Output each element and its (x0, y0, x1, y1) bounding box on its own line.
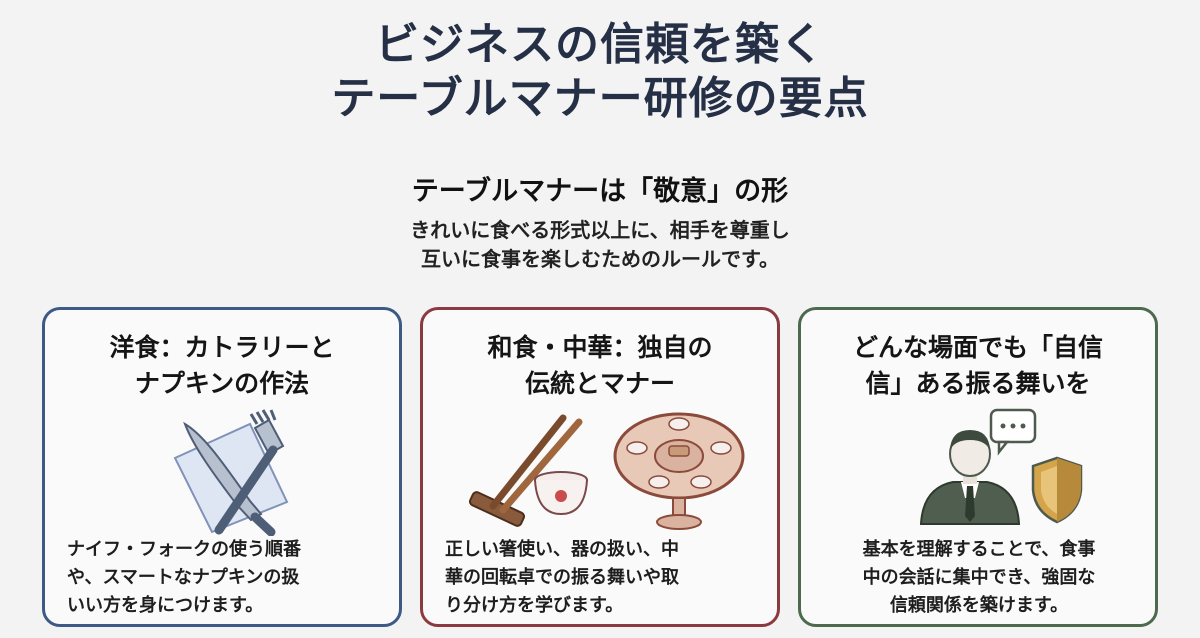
card-description-line2: 華の回転卓での振る舞いや取 (445, 567, 679, 588)
page-title: ビジネスの信頼を築く テーブルマナー研修の要点 (0, 18, 1200, 126)
card-description: 基本を理解することで、食事 中の会話に集中でき、強固な 信頼関係を築けます。 (823, 536, 1135, 620)
card-title-line2: ナプキンの作法 (134, 369, 310, 398)
card-description-line1: ナイフ・フォークの使う順番 (67, 539, 301, 560)
card-title-line1: どんな場面でも「自信 (852, 333, 1103, 362)
chopsticks-bowl-turntable-icon (468, 412, 745, 530)
card-title-line1: 和食・中華：独自の (487, 333, 713, 362)
card-western: 洋食：カトラリーと ナプキンの作法 ナイフ・フォークの使う順番 や、スマートなナ… (42, 307, 402, 627)
businessman-shield-speech-icon (919, 408, 1083, 525)
card-description-line1: 基本を理解することで、食事 (862, 539, 1096, 560)
card-description-line1: 正しい箸使い、器の扱い、中 (445, 539, 679, 560)
fork-knife-napkin-icon (173, 409, 289, 536)
subheading: テーブルマナーは「敬意」の形 (411, 176, 789, 207)
card-confidence: どんな場面でも「自信 信」ある振る舞いを 基本を理解することで、食事 中の会話に… (798, 307, 1158, 627)
card-title-line2: 信」ある振る舞いを (865, 369, 1091, 398)
page-title-line2: テーブルマナー研修の要点 (331, 73, 869, 124)
card-title: 和食・中華：独自の 伝統とマナー (433, 330, 767, 402)
card-description-line3: り分け方を学びます。 (445, 595, 624, 616)
intro-text-line1: きれいに食べる形式以上に、相手を尊重し (410, 218, 790, 242)
card-description-line3: 信頼関係を築けます。 (889, 595, 1069, 616)
card-title-line2: 伝統とマナー (524, 369, 675, 398)
card-japanese-chinese: 和食・中華：独自の 伝統とマナー 正しい箸使い、器の扱い、中 華の回転卓での振る… (420, 307, 780, 627)
intro-text-line2: 互いに食事を楽しむためのルールです。 (421, 247, 779, 271)
card-description-line2: や、スマートなナプキンの扱 (67, 567, 300, 588)
intro-text: きれいに食べる形式以上に、相手を尊重し 互いに食事を楽しむためのルールです。 (0, 216, 1200, 274)
card-title: どんな場面でも「自信 信」ある振る舞いを (811, 330, 1145, 402)
card-description-line3: いい方を身につけます。 (67, 595, 264, 616)
card-description: 正しい箸使い、器の扱い、中 華の回転卓での振る舞いや取 り分け方を学びます。 (445, 536, 757, 620)
card-title-line1: 洋食：カトラリーと (109, 333, 335, 362)
card-description: ナイフ・フォークの使う順番 や、スマートなナプキンの扱 いい方を身につけます。 (67, 536, 379, 620)
card-description-line2: 中の会話に集中でき、強固な (862, 567, 1096, 588)
page-title-line1: ビジネスの信頼を築く (375, 19, 825, 70)
card-title: 洋食：カトラリーと ナプキンの作法 (55, 330, 389, 402)
